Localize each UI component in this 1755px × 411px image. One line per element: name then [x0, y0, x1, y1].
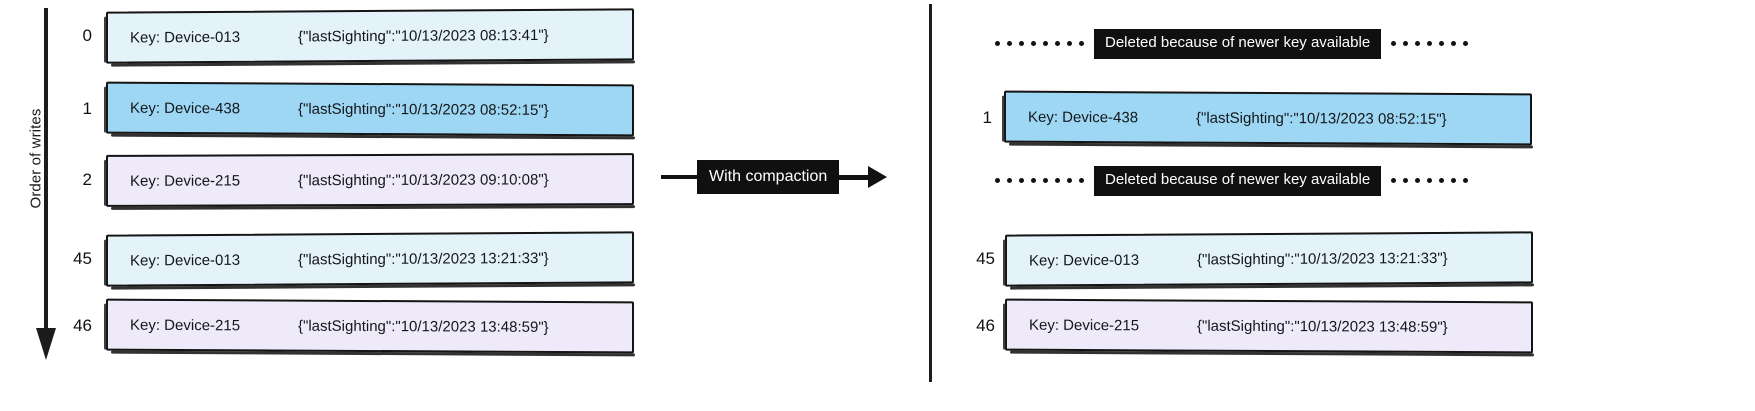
- arrow-head-icon: [868, 166, 888, 189]
- record-value: {"lastSighting":"10/13/2023 08:13:41"}: [298, 26, 549, 45]
- record-key: Key: Device-215: [1029, 316, 1140, 334]
- record-box[interactable]: Key: Device-215 {"lastSighting":"10/13/2…: [1005, 298, 1533, 354]
- record-box[interactable]: Key: Device-013 {"lastSighting":"10/13/2…: [1005, 231, 1533, 287]
- record-value: {"lastSighting":"10/13/2023 13:48:59"}: [1197, 317, 1448, 336]
- deleted-note: Deleted because of newer key available: [1094, 166, 1382, 196]
- deleted-banner: Deleted because of newer key available: [995, 29, 1469, 59]
- record-box[interactable]: Key: Device-013 {"lastSighting":"10/13/2…: [106, 231, 634, 287]
- with-compaction-label: With compaction: [697, 160, 840, 195]
- record-value: {"lastSighting":"10/13/2023 13:48:59"}: [298, 317, 549, 336]
- record-key: Key: Device-215: [130, 171, 241, 190]
- row-index: 46: [73, 316, 92, 335]
- list-item: 46 Key: Device-215 {"lastSighting":"10/1…: [60, 298, 634, 354]
- record-value: {"lastSighting":"10/13/2023 08:52:15"}: [298, 100, 549, 119]
- arrow-shaft: [839, 174, 870, 180]
- list-item: 1 Key: Device-438 {"lastSighting":"10/13…: [66, 81, 634, 137]
- list-item: 1 Key: Device-438 {"lastSighting":"10/13…: [972, 90, 1532, 146]
- row-index: 1: [982, 108, 992, 127]
- record-key: Key: Device-438: [1028, 108, 1139, 126]
- record-key: Key: Device-215: [130, 316, 241, 334]
- list-item: 45 Key: Device-013 {"lastSighting":"10/1…: [60, 231, 634, 287]
- record-key: Key: Device-013: [130, 28, 241, 46]
- record-box[interactable]: Key: Device-438 {"lastSighting":"10/13/2…: [1004, 90, 1532, 146]
- panel-divider: [929, 4, 932, 382]
- dotted-line-left: [995, 178, 1084, 184]
- list-item: 45 Key: Device-013 {"lastSighting":"10/1…: [965, 231, 1533, 287]
- record-key: Key: Device-013: [130, 251, 241, 269]
- order-of-writes-arrow-icon: [36, 8, 56, 360]
- list-item: 2 Key: Device-215 {"lastSighting":"10/13…: [66, 153, 634, 207]
- dotted-line-right: [1391, 178, 1469, 184]
- record-value: {"lastSighting":"10/13/2023 08:52:15"}: [1196, 109, 1447, 128]
- dotted-line-left: [995, 41, 1084, 47]
- record-key: Key: Device-013: [1029, 251, 1140, 269]
- arrow-stem: [661, 175, 697, 180]
- record-value: {"lastSighting":"10/13/2023 13:21:33"}: [298, 249, 549, 268]
- dotted-line-right: [1391, 41, 1469, 47]
- list-item: 46 Key: Device-215 {"lastSighting":"10/1…: [965, 298, 1533, 354]
- row-index: 45: [976, 249, 995, 268]
- deleted-note: Deleted because of newer key available: [1094, 29, 1382, 59]
- record-box[interactable]: Key: Device-438 {"lastSighting":"10/13/2…: [106, 81, 634, 137]
- with-compaction-arrow: With compaction: [661, 160, 888, 195]
- record-key: Key: Device-438: [130, 99, 241, 117]
- row-index: 2: [82, 170, 92, 189]
- record-value: {"lastSighting":"10/13/2023 13:21:33"}: [1197, 249, 1448, 268]
- record-box[interactable]: Key: Device-215 {"lastSighting":"10/13/2…: [106, 153, 634, 207]
- row-index: 45: [73, 249, 92, 268]
- row-index: 46: [976, 316, 995, 335]
- row-index: 1: [82, 99, 92, 118]
- record-box[interactable]: Key: Device-215 {"lastSighting":"10/13/2…: [106, 298, 634, 354]
- row-index: 0: [82, 26, 92, 45]
- deleted-banner: Deleted because of newer key available: [995, 166, 1469, 196]
- record-value: {"lastSighting":"10/13/2023 09:10:08"}: [298, 170, 549, 189]
- record-box[interactable]: Key: Device-013 {"lastSighting":"10/13/2…: [106, 8, 634, 64]
- list-item: 0 Key: Device-013 {"lastSighting":"10/13…: [66, 8, 634, 64]
